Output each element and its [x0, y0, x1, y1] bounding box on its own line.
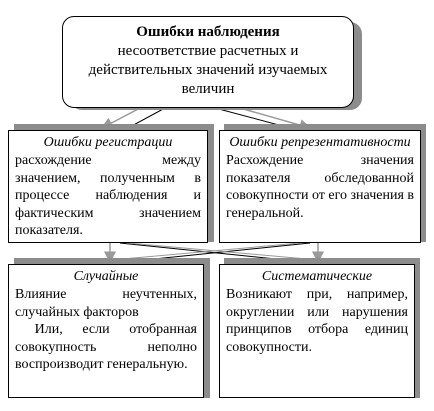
random-errors-text-2: Или, если отобранная совокупность неполн…	[15, 322, 201, 372]
representativeness-errors-title: Ошибки репрезентативности	[229, 135, 411, 150]
observation-errors-box: Ошибки наблюдения несоответствие расчетн…	[62, 16, 354, 108]
registration-errors-title: Ошибки регистрации	[43, 135, 173, 150]
registration-errors-text: расхождение между значением, полученным …	[15, 153, 201, 238]
random-errors-text: Влияние неучтенных, случайных факторов	[15, 287, 197, 320]
representativeness-errors-box: Ошибки репрезентативности Расхождение зн…	[219, 130, 421, 243]
observation-errors-title: Ошибки наблюдения	[136, 24, 280, 40]
systematic-errors-text: Возникают при, например, округлении или …	[226, 287, 408, 355]
systematic-errors-box: Систематические Возникают при, например,…	[219, 264, 415, 398]
representativeness-errors-text: Расхождение значения показателя обследов…	[226, 153, 414, 221]
random-errors-title: Случайные	[73, 269, 139, 284]
registration-errors-box: Ошибки регистрации расхождение между зна…	[8, 130, 208, 243]
random-errors-box: Случайные Влияние неучтенных, случайных …	[8, 264, 204, 398]
systematic-errors-title: Систематические	[261, 269, 373, 284]
line-registration-cross	[127, 242, 319, 261]
line-representativeness-cross	[111, 242, 301, 261]
observation-errors-description: несоответствие расчетных и действительны…	[88, 43, 328, 97]
